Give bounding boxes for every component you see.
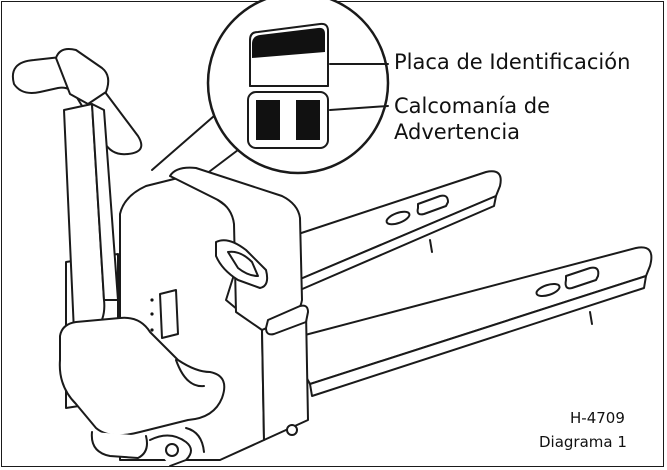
- id-plate-label: Placa de Identificación: [394, 50, 631, 74]
- id-plate: [249, 22, 329, 87]
- figure-caption: Diagrama 1: [539, 433, 627, 451]
- warning-decal: [247, 91, 329, 149]
- warning-decal-label-line2: Advertencia: [394, 120, 521, 144]
- warning-decal-label-line1: Calcomanía de: [394, 94, 551, 118]
- forks: [261, 170, 653, 397]
- figure-code: H-4709: [570, 409, 625, 427]
- tiller-handle: [12, 48, 226, 467]
- decal-leader-line: [329, 105, 389, 111]
